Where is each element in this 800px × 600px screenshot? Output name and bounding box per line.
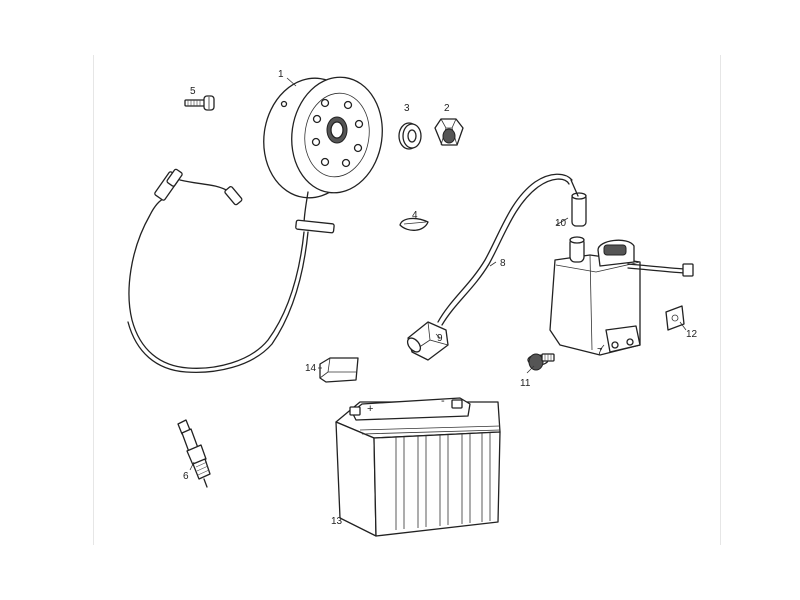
battery-part [335,397,501,537]
right-border-line [720,55,721,545]
left-border-line [93,55,94,545]
callout-6: 6 [183,471,189,482]
flywheel-wiring-harness [127,168,335,373]
callout-3: 3 [404,103,410,114]
ht-lead-part [437,173,573,326]
battery-minus-mark: - [441,395,445,407]
nut-part [434,118,464,146]
coil-boot-part [570,179,587,227]
callout-5: 5 [190,86,196,97]
callout-12: 12 [686,329,698,340]
callout-14: 14 [305,363,317,374]
callout-4: 4 [412,210,418,221]
callout-9: 9 [437,333,443,344]
callout-2: 2 [444,103,450,114]
callout-13: 13 [331,516,343,527]
callout-1: 1 [278,69,284,80]
plug-cap-part [406,321,449,361]
rubber-block-part [319,357,359,383]
screw-part [184,95,215,111]
washer-part [398,122,422,150]
ignition-coil-part [549,236,694,356]
bolt-part [527,353,555,371]
callout-7: 7 [597,347,603,358]
callout-leaders [189,77,687,471]
callout-10: 10 [555,218,567,229]
battery-plus-mark: + [367,403,374,415]
flywheel-part [263,76,383,199]
spark-plug-part [177,419,211,488]
key-part [399,217,429,231]
clip-part [665,305,685,331]
callout-11: 11 [520,378,531,389]
callout-8: 8 [500,258,506,269]
